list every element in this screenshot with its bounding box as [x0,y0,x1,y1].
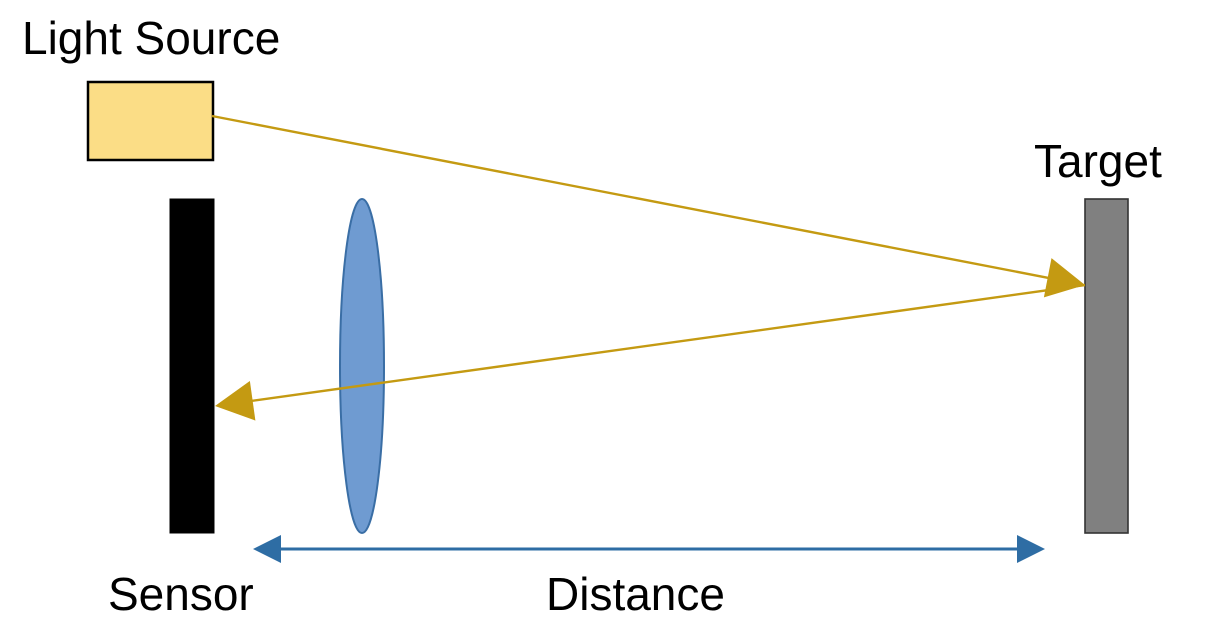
target-bar[interactable] [1084,198,1129,534]
reflected-ray-arrowhead [215,380,256,421]
distance-label: Distance [546,568,725,620]
sensor-label: Sensor [108,568,254,620]
lens-ellipse[interactable] [339,198,385,534]
target-label: Target [1034,135,1162,187]
reflected-light-ray [244,283,1086,404]
light-source-label: Light Source [22,12,280,64]
sensor-bar[interactable] [169,198,215,534]
distance-arrow-right-head [1017,535,1045,563]
outgoing-light-ray [211,114,1056,281]
distance-arrow-left-head [253,535,281,563]
outgoing-ray-arrowhead [1043,258,1085,298]
light-source-box[interactable] [86,80,215,162]
